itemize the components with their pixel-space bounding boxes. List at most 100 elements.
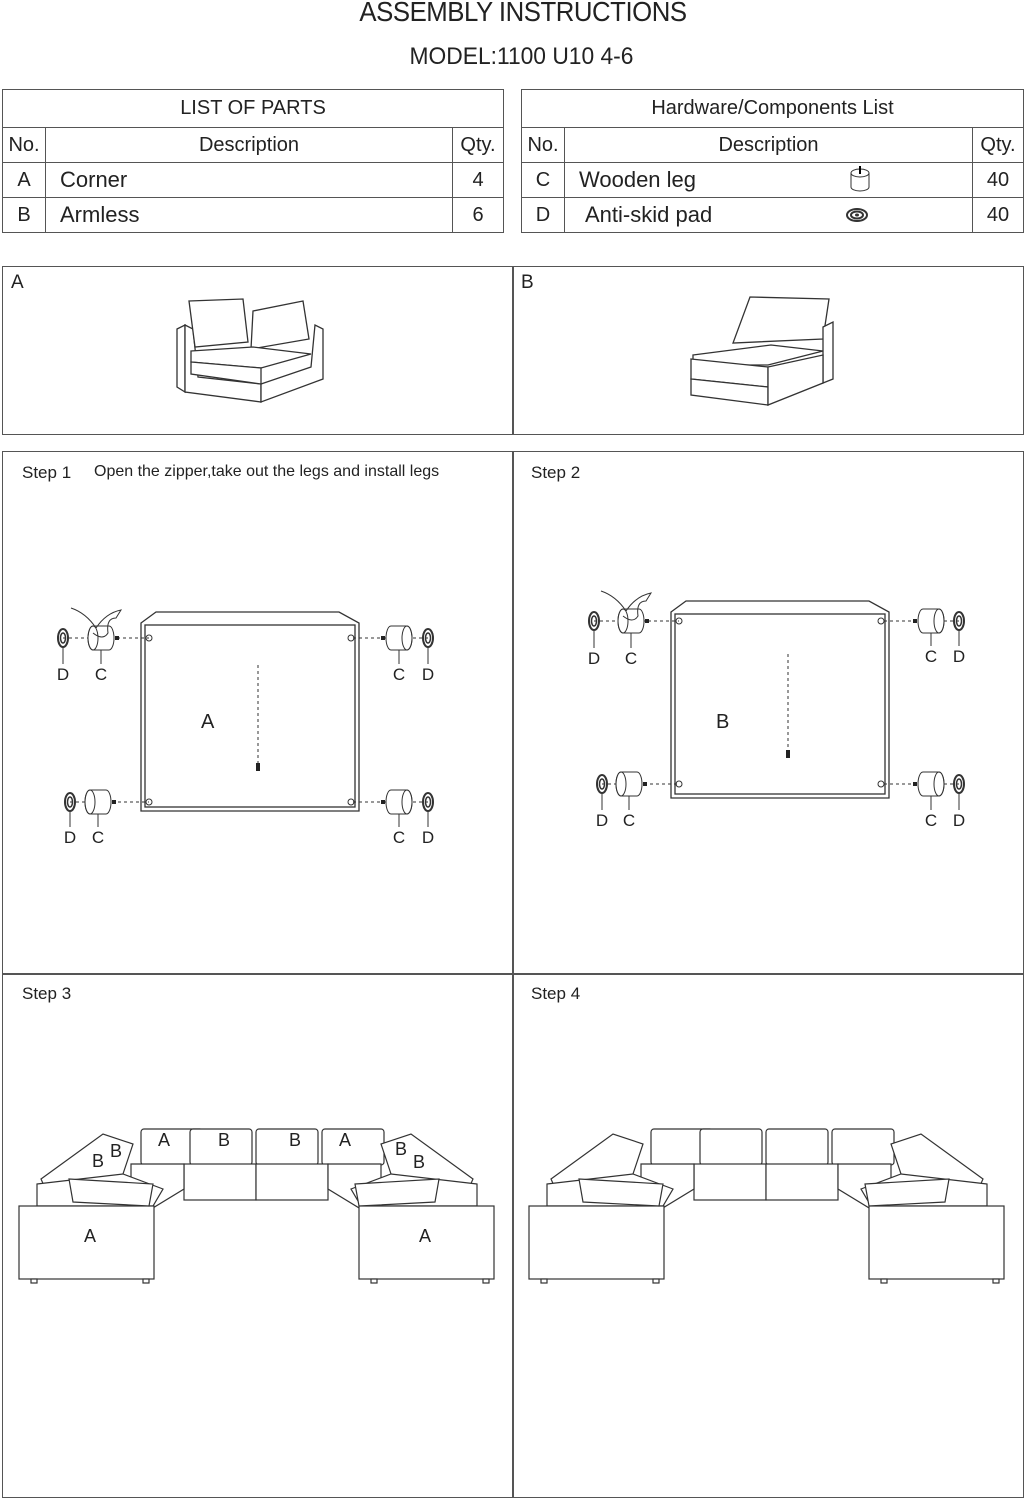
sofa-base-frame (144, 624, 356, 808)
hardware-list-title: Hardware/Components List (521, 89, 1024, 128)
table-row: C Wooden leg 40 (521, 162, 1024, 198)
front-corner-unit (358, 1205, 495, 1280)
part-b-label: B (521, 272, 534, 293)
hardware-no: C (521, 162, 565, 198)
label-c: C (393, 828, 405, 847)
leg (540, 1278, 548, 1284)
hardware-no: D (521, 197, 565, 233)
label-c: C (92, 828, 104, 847)
label-c: C (95, 665, 107, 684)
u-shaped-sectional-sofa (528, 1128, 1005, 1284)
anti-skid-pad-icon (422, 628, 434, 648)
anti-skid-pad-icon (422, 792, 434, 812)
wooden-leg-icon (385, 625, 413, 651)
hand-icon (70, 607, 123, 638)
part-a-label: A (11, 272, 24, 293)
anti-skid-pad-icon (57, 628, 69, 648)
part-qty: 4 (452, 162, 504, 198)
leg-bolt (112, 800, 116, 804)
wooden-leg-icon (87, 625, 115, 651)
part-no: B (2, 197, 46, 233)
label-d: D (596, 811, 608, 830)
part-description: Armless (45, 197, 453, 233)
step-2-label: Step 2 (531, 463, 581, 482)
leg (482, 1278, 490, 1284)
part-b-panel: B (512, 266, 1024, 435)
leg-bolt (115, 636, 119, 640)
anti-skid-pad-icon (953, 611, 965, 631)
module-label: A (419, 1226, 431, 1246)
zipper-pull-icon (786, 750, 790, 758)
wooden-leg-icon (917, 771, 945, 797)
hardware-description-cell: Anti-skid pad (564, 197, 973, 233)
throw-pillow (578, 1178, 664, 1207)
hardware-qty: 40 (972, 162, 1024, 198)
leg (142, 1278, 150, 1284)
hardware-description: Wooden leg (579, 167, 697, 192)
label-d: D (57, 665, 69, 684)
u-shaped-sectional-sofa (18, 1128, 495, 1284)
corner-sofa-illustration (176, 298, 324, 403)
col-qty: Qty. (972, 127, 1024, 163)
step-4-panel: Step 4 (512, 973, 1024, 1498)
hardware-qty: 40 (972, 197, 1024, 233)
leg-bolt (381, 800, 385, 804)
seat-cushion (255, 1163, 329, 1201)
leg (880, 1278, 888, 1284)
anti-skid-pad-icon (64, 792, 76, 812)
leg-bolt (643, 782, 647, 786)
module-label: B (395, 1139, 407, 1159)
wooden-leg-icon (917, 608, 945, 634)
anti-skid-pad-icon (596, 774, 608, 794)
module-label: A (84, 1226, 96, 1246)
wooden-leg-icon (617, 608, 645, 634)
col-no: No. (521, 127, 565, 163)
module-label: A (339, 1130, 351, 1150)
step-4-assembled-sofa-diagram (528, 1128, 1005, 1284)
throw-pillow (354, 1178, 440, 1207)
leg-bolt (913, 782, 917, 786)
part-label: A (201, 711, 215, 733)
seat-cushion (183, 1163, 257, 1201)
anti-skid-pad-icon (588, 611, 600, 631)
col-no: No. (2, 127, 46, 163)
label-c: C (625, 649, 637, 668)
label-c: C (925, 647, 937, 666)
label-c: C (393, 665, 405, 684)
front-corner-unit (18, 1205, 155, 1280)
leg-bolt (913, 619, 917, 623)
seat-cushion (693, 1163, 767, 1201)
back-cushion (831, 1128, 895, 1166)
step-1-instruction: Open the zipper,take out the legs and in… (94, 463, 440, 480)
label-d: D (64, 828, 76, 847)
wooden-leg-icon (385, 789, 413, 815)
document-title: ASSEMBLY INSTRUCTIONS (359, 0, 687, 27)
wooden-leg-icon (850, 166, 870, 192)
module-label: B (110, 1141, 122, 1161)
parts-list-title: LIST OF PARTS (2, 89, 504, 128)
zipper-pull-icon (256, 763, 260, 771)
back-cushion (765, 1128, 829, 1166)
label-d: D (953, 811, 965, 830)
leg (652, 1278, 660, 1284)
label-d: D (588, 649, 600, 668)
wooden-leg-icon (84, 789, 112, 815)
col-qty: Qty. (452, 127, 504, 163)
front-corner-unit (528, 1205, 665, 1280)
back-cushion (255, 1128, 319, 1166)
col-description: Description (45, 127, 453, 163)
leg-bolt (381, 636, 385, 640)
step-1-panel: Step 1 Open the zipper,take out the legs… (2, 451, 514, 975)
armless-sofa-illustration (690, 296, 834, 406)
anti-skid-pad-icon (846, 208, 868, 222)
module-label: B (92, 1151, 104, 1171)
wooden-leg-icon (615, 771, 643, 797)
part-no: A (2, 162, 46, 198)
model-number: MODEL:1100 U10 4-6 (409, 43, 634, 70)
